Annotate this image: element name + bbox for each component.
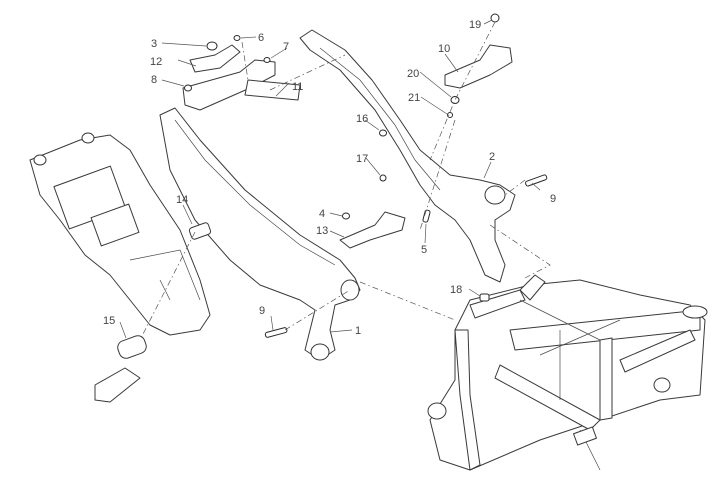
callout-15: 15	[103, 315, 115, 327]
left-subframe-arm	[159, 107, 361, 361]
clip-bracket	[189, 44, 241, 73]
callout-8: 8	[151, 74, 157, 86]
callout-2: 2	[489, 151, 495, 163]
callout-21: 21	[408, 92, 420, 104]
callout-17: 17	[356, 153, 368, 165]
assembly-lines	[139, 21, 551, 341]
callout-16: 16	[356, 113, 368, 125]
callout-12: 12	[150, 56, 162, 68]
lower-bracket	[339, 211, 406, 249]
electronics-tray	[29, 132, 211, 336]
callout-labels: 1 2 3 4 5 6 7 8 9 9 10 11 12 13 14 15 16…	[103, 19, 556, 337]
callout-4: 4	[319, 208, 325, 220]
callout-18: 18	[450, 284, 462, 296]
callout-1: 1	[355, 325, 361, 337]
callout-10: 10	[438, 43, 450, 55]
rubber-pad	[188, 222, 212, 240]
rubber-grommet	[117, 335, 147, 359]
callout-14: 14	[176, 194, 188, 206]
right-subframe-arm	[299, 29, 516, 283]
grommet-holder	[94, 367, 141, 403]
main-frame	[427, 274, 708, 471]
callout-7: 7	[283, 41, 289, 53]
callout-6: 6	[258, 32, 264, 44]
support-plate	[182, 59, 301, 111]
hardware	[184, 13, 548, 338]
callout-9-left: 9	[259, 305, 265, 317]
callout-20: 20	[407, 68, 419, 80]
callout-11: 11	[292, 81, 303, 93]
callout-13: 13	[316, 225, 328, 237]
callout-3: 3	[151, 38, 157, 50]
callout-9-right: 9	[550, 193, 556, 205]
leader-lines	[119, 19, 541, 339]
callout-5: 5	[421, 244, 427, 256]
upper-bracket	[444, 44, 513, 89]
callout-19: 19	[469, 19, 481, 31]
